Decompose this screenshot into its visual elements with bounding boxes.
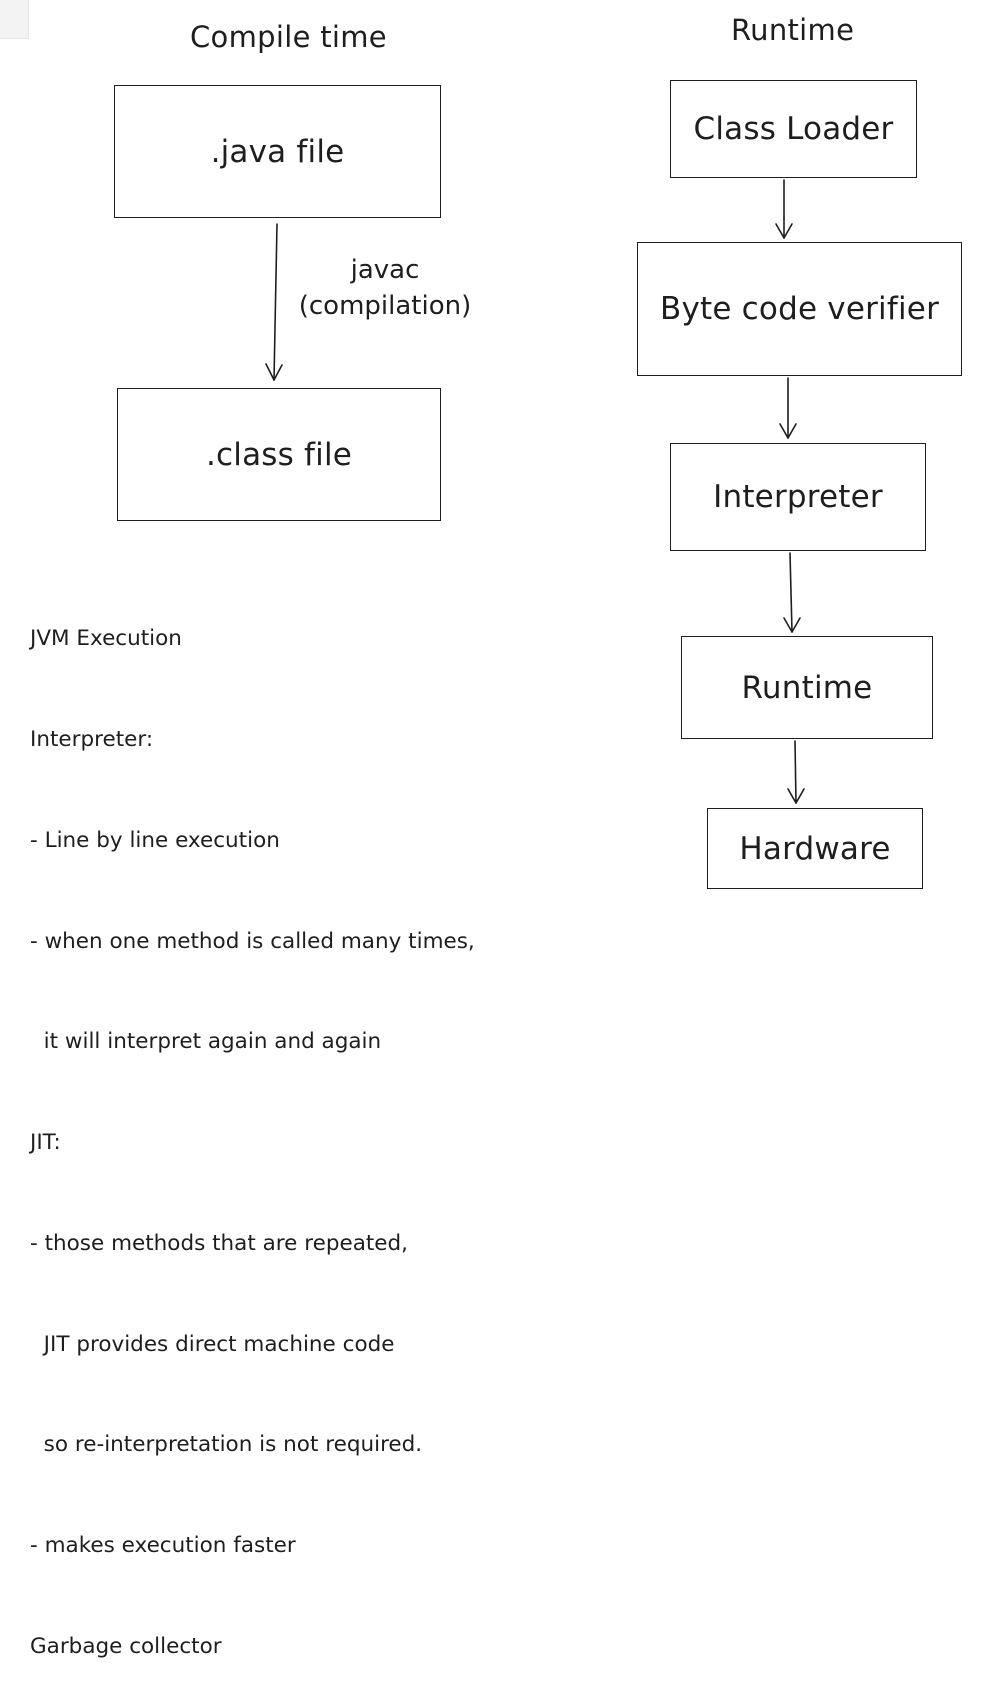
note-line: Garbage collector [30, 1634, 222, 1659]
jvm-execution-notes: JVM Execution Interpreter: - Line by lin… [30, 555, 590, 1697]
compilation-label: (compilation) [298, 291, 472, 321]
corner-mark [0, 0, 29, 39]
note-line: - when one method is called many times, [30, 928, 475, 954]
note-line: - Line by line execution [30, 827, 280, 853]
javac-label: javac [350, 255, 420, 285]
note-line: it will interpret again and again [30, 1029, 382, 1055]
runtime-label: Runtime [741, 669, 873, 706]
class-loader-to-verifier-arrow [775, 179, 793, 239]
class-file-label: .class file [205, 436, 353, 473]
hardware-box: Hardware [707, 808, 923, 889]
javac-edge-label: javac (compilation) [285, 252, 485, 324]
note-line: JVM Execution [30, 626, 182, 652]
note-line: JIT: [30, 1130, 61, 1156]
runtime-box: Runtime [681, 636, 933, 739]
byte-code-verifier-box: Byte code verifier [637, 242, 962, 376]
class-file-box: .class file [117, 388, 441, 521]
verifier-to-interpreter-arrow [779, 377, 797, 439]
note-line: Interpreter: [30, 726, 154, 752]
javac-arrow [265, 223, 283, 381]
note-line: - makes execution faster [30, 1533, 296, 1559]
java-file-box: .java file [114, 85, 441, 218]
note-line: JIT provides direct machine code [30, 1331, 395, 1357]
compile-time-heading: Compile time [190, 20, 387, 54]
class-loader-box: Class Loader [670, 80, 917, 178]
note-line: - those methods that are repeated, [30, 1230, 409, 1256]
interpreter-box: Interpreter [670, 443, 926, 551]
interpreter-to-runtime-arrow [783, 552, 801, 633]
runtime-to-hardware-arrow [787, 740, 805, 804]
runtime-heading: Runtime [731, 13, 855, 47]
byte-code-verifier-label: Byte code verifier [659, 291, 940, 327]
class-loader-label: Class Loader [693, 111, 894, 147]
interpreter-label: Interpreter [713, 479, 883, 515]
hardware-label: Hardware [739, 830, 891, 867]
note-line: so re-interpretation is not required. [30, 1432, 423, 1458]
java-file-label: .java file [210, 133, 345, 170]
